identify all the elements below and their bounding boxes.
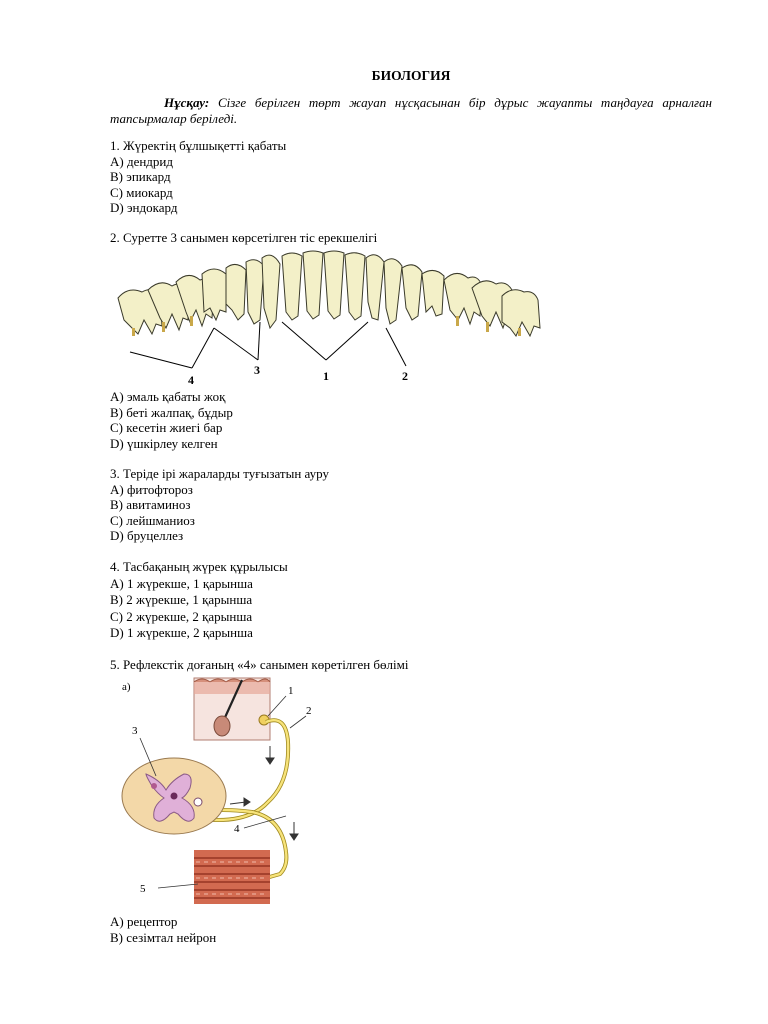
answer-option: C) 2 жүрекше, 2 қарынша (110, 608, 253, 624)
answer-option: B) сезімтал нейрон (110, 929, 217, 945)
answer-option: B) авитаминоз (110, 497, 191, 512)
spinal-cord (121, 757, 227, 835)
instruction: Нұсқау: Сізге берілген төрт жауап нұсқас… (110, 95, 712, 127)
question-stem: 4. Тасбақаның жүрек құрылысы (110, 559, 288, 574)
question-4: 4. Тасбақаның жүрек құрылысы A) 1 жүрекш… (110, 559, 288, 642)
answer-option: A) фитофтороз (110, 481, 193, 497)
figure-label: 3 (132, 725, 138, 737)
question-stem: 1. Жүректің бұлшықетті қабаты (110, 138, 287, 153)
figure-label: 3 (254, 363, 260, 377)
muscle-block (194, 850, 270, 904)
figure-label: 4 (188, 373, 194, 387)
tooth-row (117, 250, 541, 338)
answer-option: C) кесетін жиегі бар (110, 420, 223, 435)
instruction-lead: Нұсқау: (164, 95, 210, 110)
figure-label: а) (122, 681, 131, 693)
figure-label: 2 (402, 369, 408, 383)
reflex-arc-figure: а) (121, 677, 312, 904)
question-2-stem: 2. Суретте 3 санымен көрсетілген тіс ере… (110, 230, 378, 245)
question-1: 1. Жүректің бұлшықетті қабаты A) дендрид… (110, 138, 286, 216)
answer-option: D) бруцеллез (110, 528, 184, 543)
figure-label: 1 (288, 685, 294, 697)
instruction-text: Сізге берілген төрт жауап нұсқасынан бір… (110, 95, 713, 126)
teeth-figure: 4 3 1 2 (117, 250, 541, 387)
answer-option: A) 1 жүрекше, 1 қарынша (110, 575, 253, 591)
figure-label: 2 (306, 705, 312, 717)
question-5-options: A) рецептор B) сезімтал нейрон (110, 914, 216, 945)
answer-option: D) 1 жүрекше, 2 қарынша (110, 625, 253, 640)
arrows (229, 746, 299, 841)
answer-option: D) эндокард (110, 200, 178, 215)
figure-label: 1 (323, 369, 329, 383)
answer-option: B) эпикард (110, 169, 171, 184)
page-title: БИОЛОГИЯ (371, 68, 451, 83)
question-2-options: A) эмаль қабаты жоқ B) беті жалпақ, бұды… (110, 389, 233, 451)
answer-option: A) рецептор (110, 914, 178, 929)
figure-label: 5 (140, 883, 146, 895)
question-5-stem: 5. Рефлекстік доғаның «4» санымен көреті… (110, 657, 409, 672)
skin-block (193, 677, 271, 741)
answer-option: C) миокард (110, 184, 173, 200)
answer-option: B) беті жалпақ, бұдыр (110, 404, 233, 420)
leader-lines (129, 321, 407, 369)
leader-lines (139, 695, 307, 889)
answer-option: B) 2 жүрекше, 1 қарынша (110, 592, 253, 607)
nerve-fiber (193, 718, 291, 880)
figure-label: 4 (234, 823, 240, 835)
answer-option: D) үшкірлеу келген (110, 435, 218, 451)
answer-option: A) дендрид (110, 153, 173, 169)
answer-option: C) лейшманиоз (110, 512, 195, 528)
question-stem: 3. Теріде ірі жараларды туғызатын ауру (110, 466, 329, 481)
answer-option: A) эмаль қабаты жоқ (110, 389, 226, 404)
question-3: 3. Теріде ірі жараларды туғызатын ауру A… (110, 466, 329, 544)
